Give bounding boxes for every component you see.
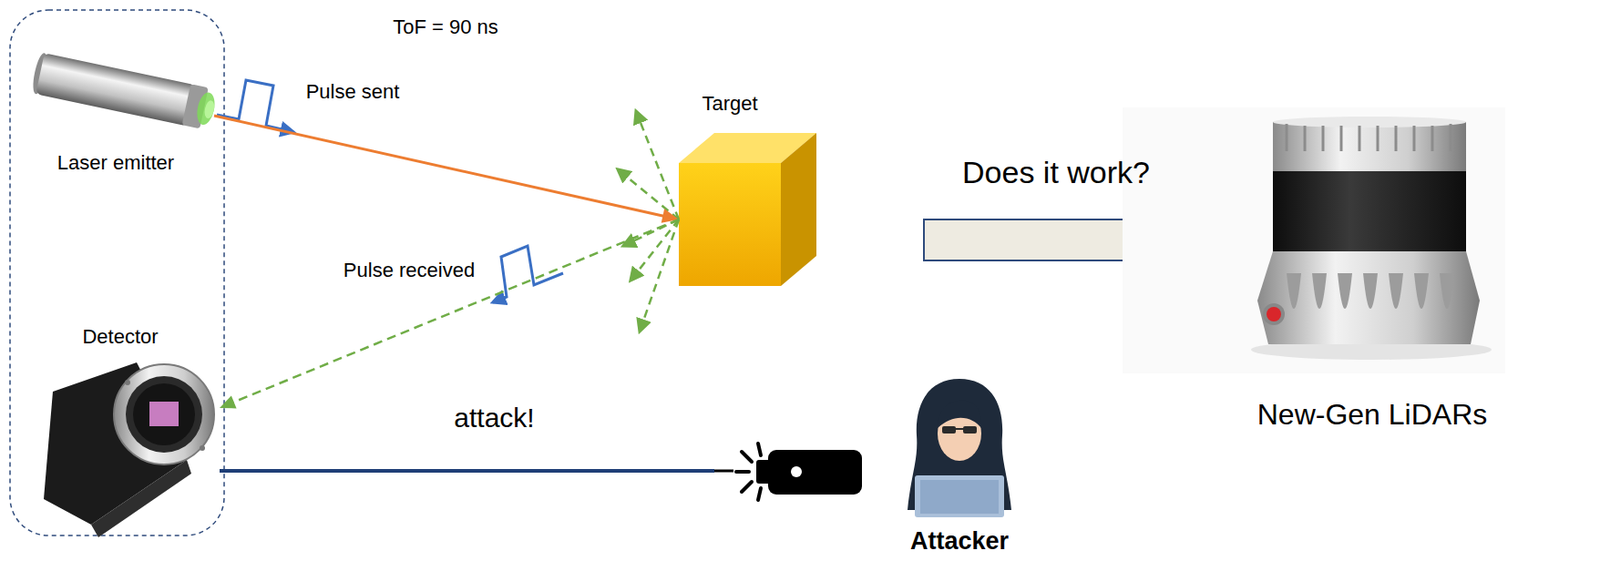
pulse-label: Pulse sent [306,80,400,103]
reflection-beam [232,219,679,403]
target-label: Target [701,92,758,115]
question-label: Does it work? [962,154,1150,191]
detector-icon [43,362,215,538]
laser-emitter-node: Laser emitter [32,52,215,181]
attacker-figure [907,379,1012,518]
lidar-icon [1122,107,1506,374]
laser-beam [214,115,665,216]
attack-light-icon [692,443,862,501]
attacker-label: Attacker [910,527,1009,556]
tof-label: ToF = 90 ns [392,15,499,39]
pulse-label: Pulse received [343,258,475,282]
attacker-node: Attacker [714,373,1012,560]
target-cube [678,133,817,287]
lidar-label: New-Gen LiDARs [1257,398,1488,432]
detector-label: Detector [82,325,158,349]
target-node: Target [678,89,817,287]
edge-label: attack! [451,402,537,435]
attack-beam [219,469,715,473]
sensor-enclosure [10,10,225,536]
scatter-arrows [617,111,679,332]
laser-emitter-icon [30,51,218,132]
laser-emitter-label: Laser emitter [57,151,175,175]
arrow-head [219,396,237,410]
lidar-node: New-Gen LiDARs [1248,113,1488,438]
pulse-received-shape [492,246,564,303]
detector-node: Detector [36,323,220,529]
